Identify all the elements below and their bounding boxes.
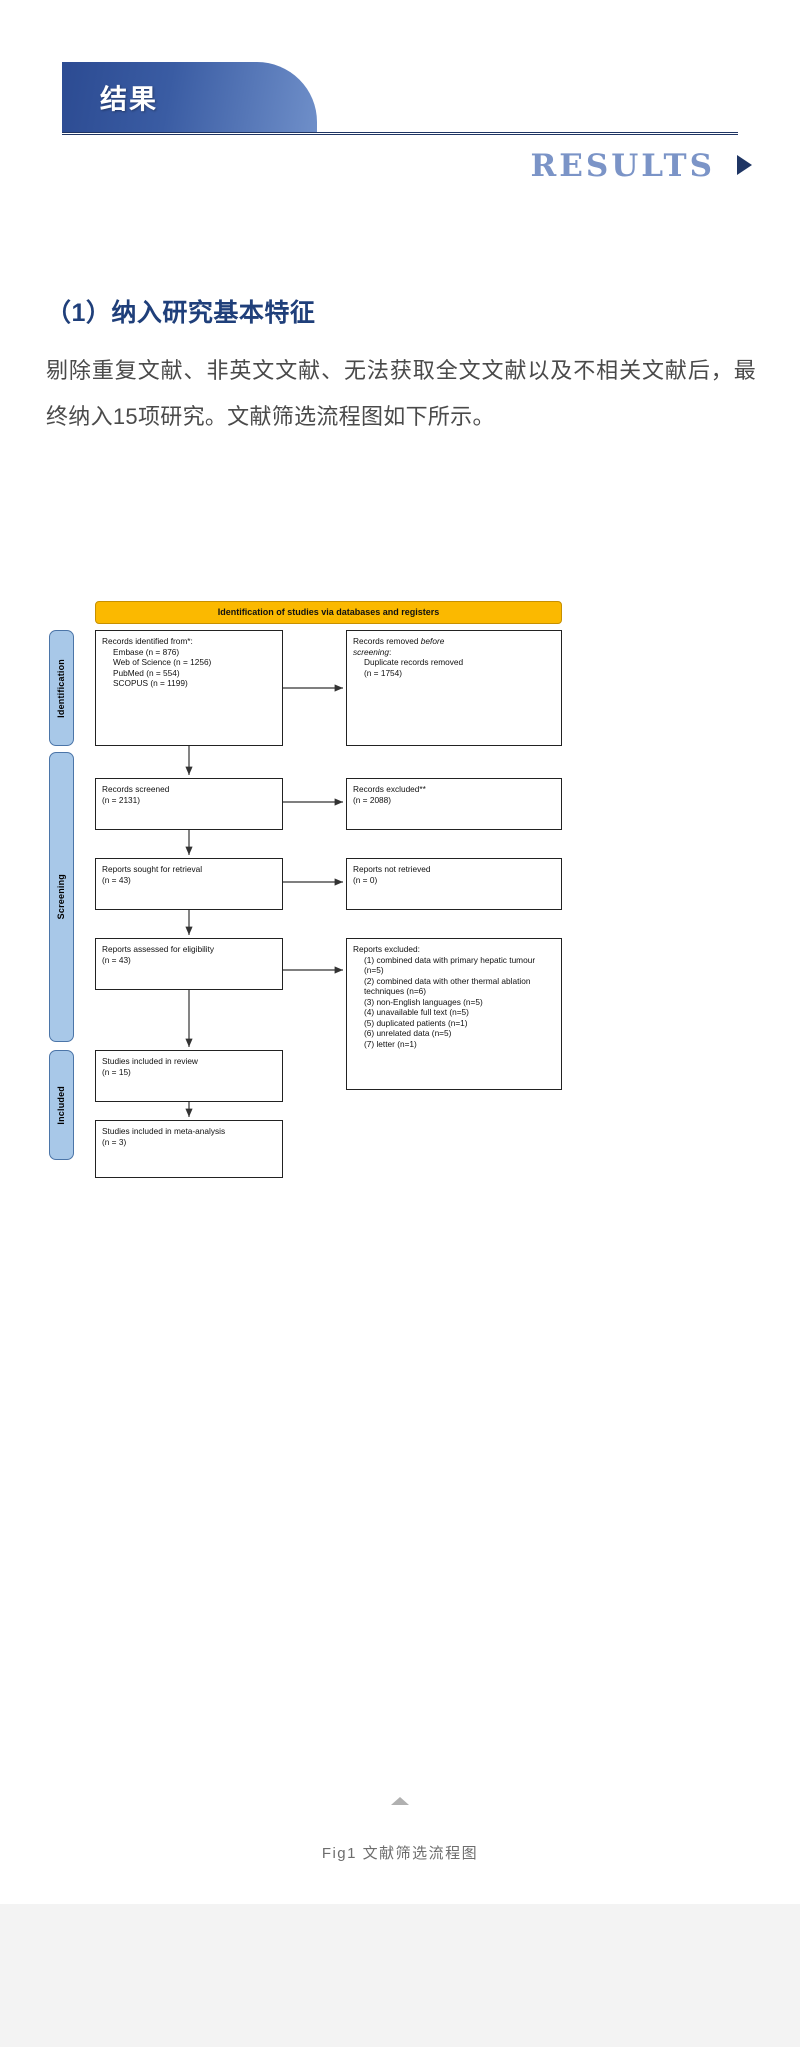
box-records-identified-item: Embase (n = 876) [113, 646, 180, 657]
box-records-screened-count: (n = 2131) [102, 794, 141, 805]
stage-label-included-text: Included [56, 1085, 67, 1125]
stage-label-screening: Screening [49, 752, 74, 1042]
box-reports-excluded-list-title: Reports excluded: [353, 944, 420, 954]
header-divider [62, 132, 738, 135]
box-reports-excluded-list-item: (3) non-English languages (n=5) [364, 996, 483, 1007]
body-paragraph: 剔除重复文献、非英文文献、无法获取全文文献以及不相关文献后，最终纳入15项研究。… [46, 358, 756, 429]
box-records-removed-line2: screening: [353, 646, 392, 657]
results-heading-row: RESULTS [0, 148, 800, 184]
box-reports-excluded-list-item: (2) combined data with other thermal abl… [364, 975, 531, 997]
prisma-figure: Identification of studies via databases … [46, 580, 586, 1280]
box-studies-included-meta: Studies included in meta-analysis (n = 3… [95, 1120, 283, 1178]
stage-label-identification: Identification [49, 630, 74, 746]
box-reports-not-retrieved: Reports not retrieved (n = 0) [346, 858, 562, 910]
box-reports-excluded-list-item: (6) unrelated data (n=5) [364, 1028, 452, 1038]
triangle-right-icon [737, 155, 752, 175]
box-reports-sought-count: (n = 43) [102, 874, 131, 885]
box-records-removed-line1: Records removed before [353, 636, 445, 646]
box-reports-assessed-count: (n = 43) [102, 954, 131, 965]
box-studies-included-review-title: Studies included in review [102, 1056, 198, 1066]
section-banner: 结果 [62, 62, 317, 132]
box-reports-assessed: Reports assessed for eligibility (n = 43… [95, 938, 283, 990]
results-label: RESULTS [530, 148, 715, 184]
box-records-identified-title: Records identified from*: [102, 636, 193, 646]
box-reports-sought: Reports sought for retrieval (n = 43) [95, 858, 283, 910]
box-records-removed-item: Duplicate records removed [364, 657, 464, 667]
box-reports-excluded-list-item: (1) combined data with primary hepatic t… [364, 954, 536, 976]
footer-band [0, 1904, 800, 2047]
box-reports-excluded-list-item: (5) duplicated patients (n=1) [364, 1017, 468, 1028]
banner-title: 结果 [100, 84, 158, 116]
box-records-screened: Records screened (n = 2131) [95, 778, 283, 830]
prisma-flow-diagram: Identification of studies via databases … [46, 580, 586, 1280]
stage-label-identification-text: Identification [56, 658, 67, 718]
box-reports-excluded-list-item: (4) unavailable full text (n=5) [364, 1007, 469, 1017]
stage-label-included: Included [49, 1050, 74, 1160]
box-records-removed-item: (n = 1754) [364, 667, 403, 678]
box-records-identified: Records identified from*: Embase (n = 87… [95, 630, 283, 746]
section-header: 结果 [0, 0, 800, 135]
box-records-excluded-count: (n = 2088) [353, 794, 392, 805]
caret-up-icon[interactable] [391, 1797, 409, 1805]
box-records-removed: Records removed before screening: Duplic… [346, 630, 562, 746]
figure-caption: Fig1 文献筛选流程图 [321, 1845, 479, 1862]
box-studies-included-review-count: (n = 15) [102, 1066, 131, 1077]
box-reports-sought-title: Reports sought for retrieval [102, 864, 203, 874]
prisma-banner: Identification of studies via databases … [95, 601, 562, 624]
page-subheading: （1）纳入研究基本特征 [46, 299, 316, 327]
box-reports-excluded-list: Reports excluded: (1) combined data with… [346, 938, 562, 1090]
stage-label-screening-text: Screening [56, 874, 67, 920]
box-records-excluded-title: Records excluded** [353, 784, 426, 794]
box-studies-included-meta-count: (n = 3) [102, 1136, 127, 1147]
box-reports-excluded-list-item: (7) letter (n=1) [364, 1038, 417, 1049]
box-studies-included-meta-title: Studies included in meta-analysis [102, 1126, 226, 1136]
box-records-screened-title: Records screened [102, 784, 170, 794]
box-records-identified-item: SCOPUS (n = 1199) [113, 678, 188, 688]
box-reports-assessed-title: Reports assessed for eligibility [102, 944, 215, 954]
box-records-identified-item: Web of Science (n = 1256) [113, 657, 212, 667]
box-studies-included-review: Studies included in review (n = 15) [95, 1050, 283, 1102]
box-records-identified-item: PubMed (n = 554) [113, 667, 180, 678]
box-records-excluded: Records excluded** (n = 2088) [346, 778, 562, 830]
box-reports-not-retrieved-title: Reports not retrieved [353, 864, 431, 874]
box-reports-not-retrieved-count: (n = 0) [353, 874, 378, 885]
